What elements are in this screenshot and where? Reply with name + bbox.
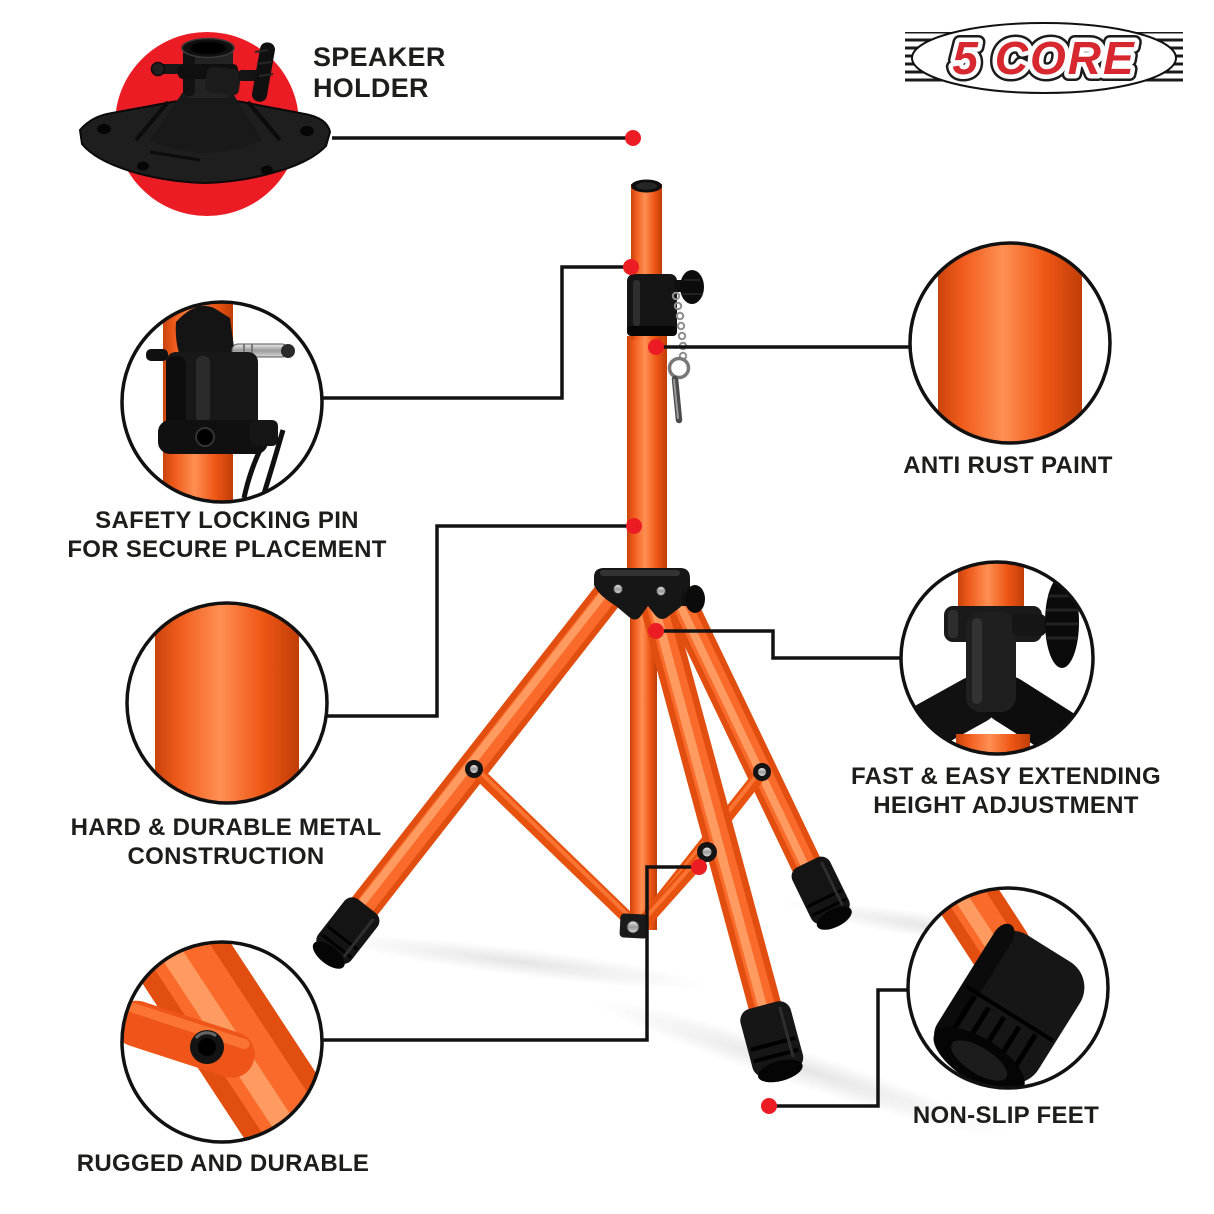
- logo-cloud: [911, 22, 1177, 94]
- callout-circle-non-slip: [906, 886, 1110, 1090]
- speaker-holder-photo: [78, 32, 332, 216]
- height-clamp: [627, 270, 704, 336]
- left-foot: [312, 897, 380, 969]
- rubber-foot-closeup: [917, 888, 1085, 1088]
- tripod-hub: [594, 568, 705, 620]
- front-leg: [639, 586, 790, 1053]
- leader-non-slip: [769, 988, 908, 1108]
- middle-pole: [627, 336, 667, 576]
- callout-circle-fast-easy: [899, 560, 1095, 756]
- label-line: SPEAKER: [313, 42, 446, 72]
- right-foot: [791, 856, 852, 930]
- label-line: RUGGED AND DURABLE: [76, 1150, 370, 1177]
- label-line: HEIGHT ADJUSTMENT: [873, 792, 1139, 819]
- label-hard-metal: HARD & DURABLE METAL CONSTRUCTION: [26, 813, 426, 871]
- locking-pin: [671, 375, 683, 424]
- brand-logo-text-outline: 5 CORE: [952, 32, 1135, 84]
- front-foot: [740, 1001, 804, 1083]
- metal-pole-closeup: [155, 603, 299, 803]
- chain-ring: [667, 356, 691, 380]
- brand-logo-text-halo: 5 CORE: [952, 32, 1135, 84]
- label-anti-rust: ANTI RUST PAINT: [808, 451, 1208, 480]
- dot-speaker-holder: [625, 130, 641, 146]
- label-speaker-holder: SPEAKER HOLDER: [313, 42, 446, 104]
- label-line: SAFETY LOCKING PIN: [95, 507, 359, 534]
- label-non-slip: NON-SLIP FEET: [806, 1101, 1206, 1130]
- callout-circle-rugged: [120, 940, 324, 1144]
- label-line: CONSTRUCTION: [127, 843, 325, 870]
- dot-non-slip: [761, 1098, 777, 1114]
- dot-rugged: [691, 859, 707, 875]
- dot-safety-pin: [623, 259, 639, 275]
- right-leg: [657, 570, 836, 909]
- left-leg: [334, 574, 628, 941]
- label-line: HARD & DURABLE METAL: [70, 814, 382, 841]
- safety-pin-closeup: [146, 302, 295, 502]
- brand-logo-text: 5 CORE: [952, 32, 1135, 84]
- leader-fast-easy: [656, 629, 901, 660]
- label-line: FOR SECURE PLACEMENT: [67, 536, 387, 563]
- leader-lines: [322, 136, 910, 1108]
- label-rugged: RUGGED AND DURABLE: [23, 1149, 423, 1178]
- dot-fast-easy: [648, 623, 664, 639]
- label-line: FAST & EASY EXTENDING: [851, 763, 1161, 790]
- callout-circle-anti-rust: [908, 241, 1112, 445]
- clamp-knob: [680, 270, 704, 304]
- callout-dots: [623, 130, 777, 1114]
- height-adjuster-closeup: [901, 562, 1093, 754]
- label-safety-pin: SAFETY LOCKING PIN FOR SECURE PLACEMENT: [27, 506, 427, 564]
- label-line: NON-SLIP FEET: [912, 1102, 1100, 1129]
- lower-center-pole: [630, 608, 657, 930]
- leader-rugged: [322, 865, 697, 1042]
- brace-bolts: [465, 760, 771, 862]
- leader-safety-pin: [323, 265, 628, 400]
- center-bracket: [619, 913, 649, 939]
- dot-anti-rust: [648, 339, 664, 355]
- painted-pole-closeup: [938, 243, 1082, 443]
- label-line: ANTI RUST PAINT: [903, 452, 1113, 479]
- callout-circle-hard-metal: [125, 601, 329, 805]
- speaker-mount-closeup: [78, 37, 332, 185]
- dot-hard-metal: [626, 518, 642, 534]
- brand-logo: 5 CORE 5 CORE 5 CORE: [905, 22, 1183, 94]
- label-line: HOLDER: [313, 73, 429, 103]
- leader-hard-metal: [327, 524, 632, 718]
- pole-top-cap: [631, 179, 662, 193]
- speaker-stand: [312, 179, 852, 1083]
- rivet-joint-closeup: [122, 942, 322, 1142]
- hub-knob: [685, 585, 705, 613]
- label-fast-easy: FAST & EASY EXTENDING HEIGHT ADJUSTMENT: [806, 762, 1206, 820]
- callout-circle-safety-pin: [120, 300, 324, 504]
